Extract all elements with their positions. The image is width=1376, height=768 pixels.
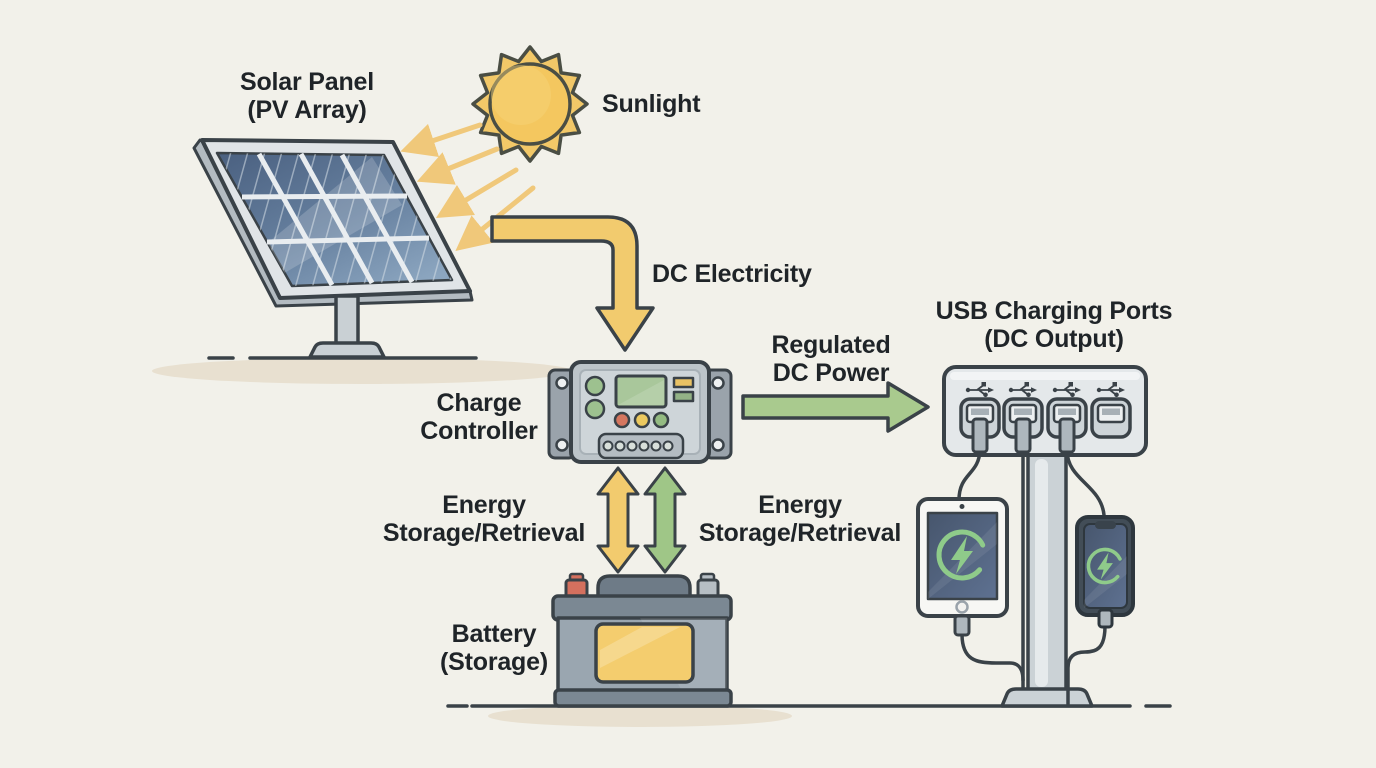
- charge-controller-icon: [547, 360, 733, 464]
- solar-panel-label: Solar Panel (PV Array): [240, 68, 374, 124]
- charge-controller-label: Charge Controller: [420, 389, 538, 445]
- energy-storage-left-label: Energy Storage/Retrieval: [382, 491, 586, 547]
- solar-panel-stand-icon: [308, 294, 386, 359]
- sun-icon: [471, 45, 589, 163]
- dc-electricity-label: DC Electricity: [652, 260, 812, 288]
- dc-electricity-arrow-icon: [490, 215, 655, 352]
- usb-plugs: [971, 417, 1076, 454]
- mounting-pole-icon: [1000, 451, 1094, 708]
- cable-icon: [960, 632, 1025, 682]
- usb-charging-ports-label: USB Charging Ports (DC Output): [935, 297, 1173, 353]
- energy-flow-arrow-icon: [596, 466, 687, 574]
- energy-storage-right-label: Energy Storage/Retrieval: [698, 491, 902, 547]
- ground-shadow-left: [152, 358, 572, 384]
- cable-icon: [957, 448, 982, 502]
- cable-icon: [1065, 448, 1106, 517]
- battery-icon: [551, 572, 733, 708]
- phone-icon: [1075, 515, 1135, 629]
- cables: [957, 448, 1107, 706]
- sun-ray-arrow-icon: [400, 122, 536, 252]
- cable-icon: [1066, 624, 1107, 706]
- regulated-dc-power-arrow-icon: [741, 381, 930, 433]
- usb-panel-icon: [942, 365, 1148, 457]
- solar-panel-icon: [192, 138, 474, 308]
- battery-label: Battery (Storage): [440, 620, 548, 676]
- tablet-icon: [916, 497, 1009, 637]
- sunlight-label: Sunlight: [602, 90, 701, 118]
- regulated-dc-power-label: Regulated DC Power: [771, 331, 891, 387]
- ground-shadow-bottom: [488, 705, 792, 727]
